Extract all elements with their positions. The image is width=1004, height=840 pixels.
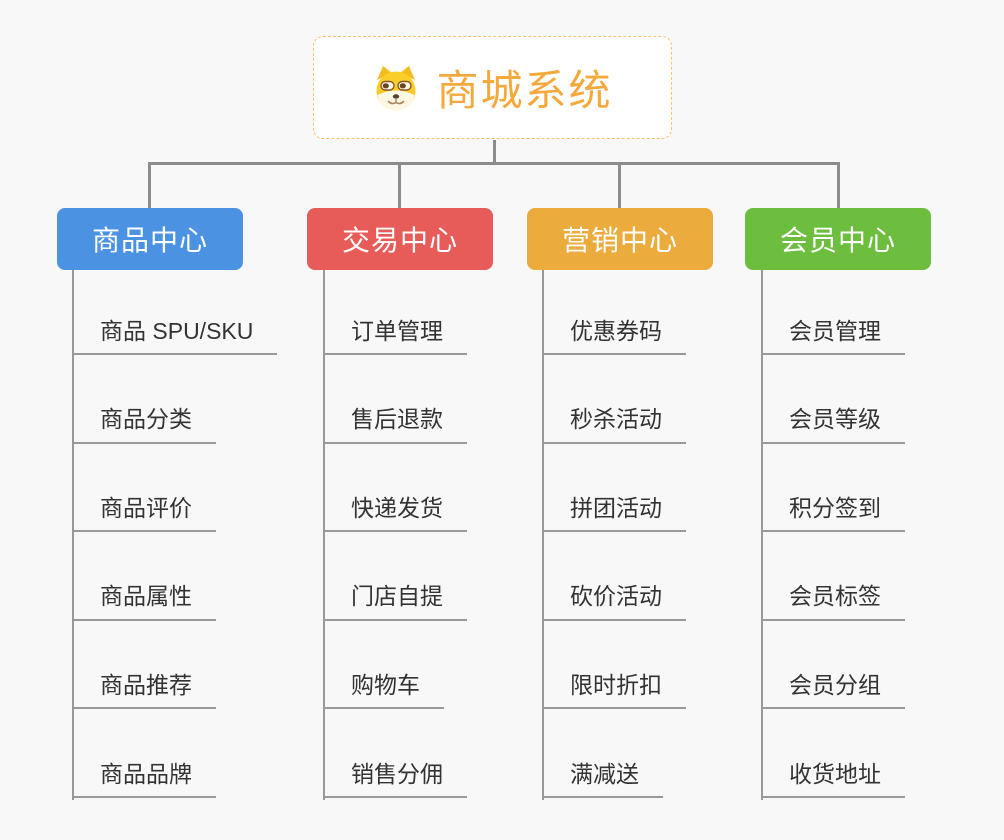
leaf-item[interactable]: 商品 SPU/SKU (72, 318, 278, 355)
branch1-leaf-list: 商品 SPU/SKU 商品分类 商品评价 商品属性 商品推荐 商品品牌 (72, 270, 278, 798)
leaf-item[interactable]: 商品推荐 (72, 672, 216, 710)
leaf-item[interactable]: 商品属性 (72, 583, 216, 621)
branch2-stem-connector (398, 162, 401, 208)
leaf-item[interactable]: 商品分类 (72, 406, 216, 444)
leaf-item[interactable]: 商品品牌 (72, 761, 216, 798)
branch2-leaf-list: 订单管理 售后退款 快递发货 门店自提 购物车 销售分佣 (323, 270, 467, 798)
leaf-item[interactable]: 商品评价 (72, 495, 216, 533)
leaf-item[interactable]: 会员标签 (761, 583, 905, 621)
branch4-trunk-connector (761, 270, 763, 800)
leaf-item[interactable]: 秒杀活动 (542, 406, 686, 444)
leaf-item[interactable]: 购物车 (323, 672, 444, 710)
leaf-item[interactable]: 拼团活动 (542, 495, 686, 533)
leaf-item[interactable]: 售后退款 (323, 406, 467, 444)
leaf-item[interactable]: 会员分组 (761, 672, 905, 710)
branch-node-trade[interactable]: 交易中心 (307, 208, 493, 270)
leaf-item[interactable]: 销售分佣 (323, 761, 467, 798)
branch3-leaf-list: 优惠券码 秒杀活动 拼团活动 砍价活动 限时折扣 满减送 (542, 270, 686, 798)
leaf-item[interactable]: 门店自提 (323, 583, 467, 621)
leaf-item[interactable]: 限时折扣 (542, 672, 686, 710)
branch4-leaf-list: 会员管理 会员等级 积分签到 会员标签 会员分组 收货地址 (761, 270, 905, 798)
branch3-stem-connector (618, 162, 621, 208)
branch3-trunk-connector (542, 270, 544, 800)
root-stem-connector (493, 140, 496, 164)
root-node[interactable]: 商城系统 (313, 36, 672, 139)
branch2-trunk-connector (323, 270, 325, 800)
leaf-item[interactable]: 收货地址 (761, 761, 905, 798)
branch4-stem-connector (837, 162, 840, 208)
branch-node-products[interactable]: 商品中心 (57, 208, 243, 270)
root-title: 商城系统 (436, 67, 613, 114)
leaf-item[interactable]: 满减送 (542, 761, 663, 798)
branch-node-members[interactable]: 会员中心 (745, 208, 931, 270)
leaf-item[interactable]: 积分签到 (761, 495, 905, 533)
leaf-item[interactable]: 砍价活动 (542, 583, 686, 621)
leaf-item[interactable]: 会员等级 (761, 406, 905, 444)
doge-icon (376, 65, 416, 110)
bus-connector (149, 162, 839, 165)
branch1-stem-connector (148, 162, 151, 208)
leaf-item[interactable]: 订单管理 (323, 318, 467, 355)
branch-node-marketing[interactable]: 营销中心 (527, 208, 713, 270)
branch1-trunk-connector (72, 270, 74, 800)
leaf-item[interactable]: 优惠券码 (542, 318, 686, 355)
leaf-item[interactable]: 会员管理 (761, 318, 905, 355)
leaf-item[interactable]: 快递发货 (323, 495, 467, 533)
